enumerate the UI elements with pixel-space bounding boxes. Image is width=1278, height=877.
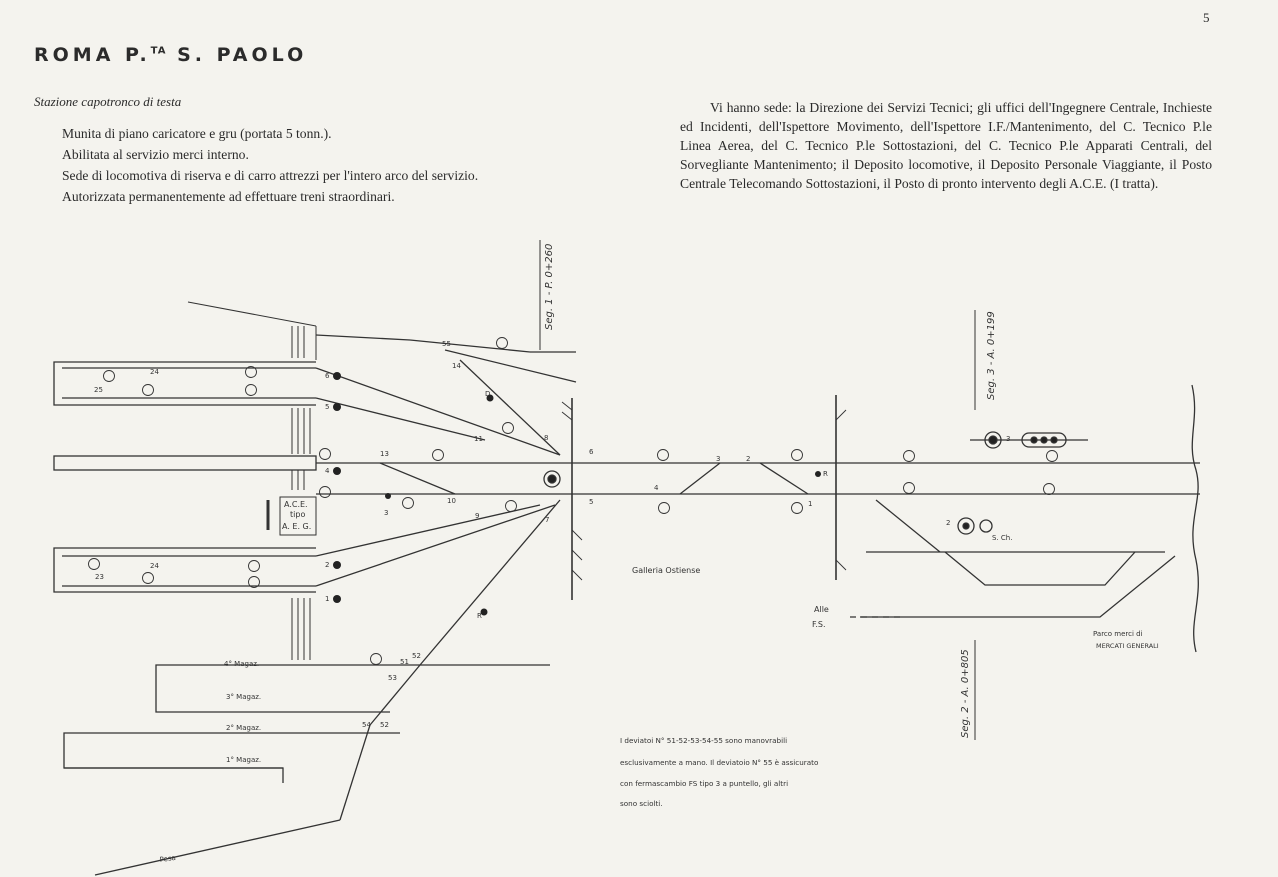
- svg-text:10: 10: [447, 497, 456, 505]
- main-signal-icon: [543, 431, 1067, 535]
- svg-text:8: 8: [544, 434, 548, 442]
- svg-text:23: 23: [95, 573, 104, 581]
- svg-text:53: 53: [388, 674, 397, 682]
- svg-text:1: 1: [325, 595, 329, 603]
- magaz-3-label: 3° Magaz.: [226, 693, 261, 701]
- svg-text:3: 3: [1006, 435, 1010, 443]
- svg-text:24: 24: [150, 562, 159, 570]
- magaz-2-label: 2° Magaz.: [226, 724, 261, 732]
- platform-central: [53, 455, 317, 471]
- handwritten-note: I deviatoi N° 51-52-53-54-55 sono manovr…: [620, 736, 818, 808]
- note-line-3: con fermascambio FS tipo 3 a puntello, g…: [620, 779, 788, 788]
- tunnel-portals: [571, 395, 837, 600]
- offices-paragraph: Vi hanno sede: la Direzione dei Servizi …: [680, 100, 1212, 191]
- svg-text:13: 13: [380, 450, 389, 458]
- svg-text:3: 3: [384, 509, 388, 517]
- svg-text:2: 2: [946, 519, 950, 527]
- title-sup: TA: [150, 45, 167, 57]
- svg-text:R: R: [823, 470, 828, 478]
- note-line-1: I deviatoi N° 51-52-53-54-55 sono manovr…: [620, 736, 787, 745]
- page-number: 5: [1203, 10, 1210, 25]
- svg-text:51: 51: [400, 658, 409, 666]
- note-line-2: esclusivamente a mano. Il deviatoio N° 5…: [620, 758, 818, 767]
- svg-text:11: 11: [474, 435, 483, 443]
- bay-lower: [53, 547, 316, 593]
- right-yard: [860, 384, 1199, 653]
- page-title: ROMA P.TA S. PAOLO: [34, 44, 307, 66]
- feature-paragraph: Sede di locomotiva di riserva e di carro…: [62, 168, 479, 183]
- main-tracks: [94, 334, 1200, 876]
- svg-text:54: 54: [362, 721, 371, 729]
- seg1-label: Seg. 1 - P. 0+260: [544, 244, 555, 330]
- feature-paragraph: Munita di piano caricatore e gru (portat…: [62, 126, 332, 141]
- feature-paragraph: Abilitata al servizio merci interno.: [62, 147, 249, 162]
- bay-upper: [53, 361, 316, 406]
- svg-text:6: 6: [325, 372, 330, 380]
- buffer-stops: [187, 301, 317, 660]
- svg-text:6: 6: [589, 448, 594, 456]
- signal-icons: [333, 372, 821, 616]
- alle-label: Alle: [814, 605, 829, 614]
- svg-text:25: 25: [94, 386, 103, 394]
- ace-line-3: A. E. G.: [282, 522, 311, 531]
- svg-text:55: 55: [442, 340, 451, 348]
- svg-text:1: 1: [808, 500, 812, 508]
- station-subtitle: Stazione capotronco di testa: [34, 94, 182, 109]
- svg-text:52: 52: [412, 652, 421, 660]
- svg-text:2: 2: [325, 561, 329, 569]
- svg-text:52: 52: [380, 721, 389, 729]
- galleria-label: Galleria Ostiense: [632, 566, 700, 575]
- magaz-1-label: 1° Magaz.: [226, 756, 261, 764]
- svg-text:7: 7: [545, 516, 549, 524]
- station-features: Munita di piano caricatore e gru (portat…: [34, 124, 574, 208]
- svg-text:5: 5: [325, 403, 329, 411]
- svg-text:14: 14: [452, 362, 461, 370]
- svg-text:5: 5: [589, 498, 593, 506]
- fs-label: F.S.: [812, 620, 825, 629]
- svg-text:D: D: [485, 390, 490, 398]
- svg-text:4: 4: [325, 467, 330, 475]
- svg-text:2: 2: [746, 455, 750, 463]
- ace-line-2: tipo: [290, 510, 305, 519]
- sch-label: S. Ch.: [992, 534, 1012, 542]
- svg-text:9: 9: [475, 512, 479, 520]
- track-number-circles: [88, 337, 1058, 665]
- svg-text:24: 24: [150, 368, 159, 376]
- parco-label-1: Parco merci di: [1093, 630, 1143, 638]
- svg-text:R: R: [477, 612, 482, 620]
- title-main: ROMA P.: [34, 44, 151, 66]
- note-line-4: sono sciolti.: [620, 799, 663, 808]
- feature-paragraph: Autorizzata permanentemente ad effettuar…: [62, 189, 395, 204]
- ace-line-1: A.C.E.: [284, 500, 308, 509]
- svg-text:4: 4: [654, 484, 659, 492]
- seg3-label: Seg. 3 - A. 0+199: [986, 311, 997, 400]
- warehouse-sidings: [63, 664, 550, 783]
- svg-text:3: 3: [716, 455, 720, 463]
- parco-label-2: MERCATI GENERALI: [1096, 642, 1159, 650]
- title-rest: S. PAOLO: [166, 44, 308, 66]
- ace-box: [279, 496, 317, 536]
- pesa-label: Pesa: [159, 854, 176, 864]
- seg2-label: Seg. 2 - A. 0+805: [960, 649, 971, 738]
- magaz-4-label: 4° Magaz.: [224, 660, 259, 668]
